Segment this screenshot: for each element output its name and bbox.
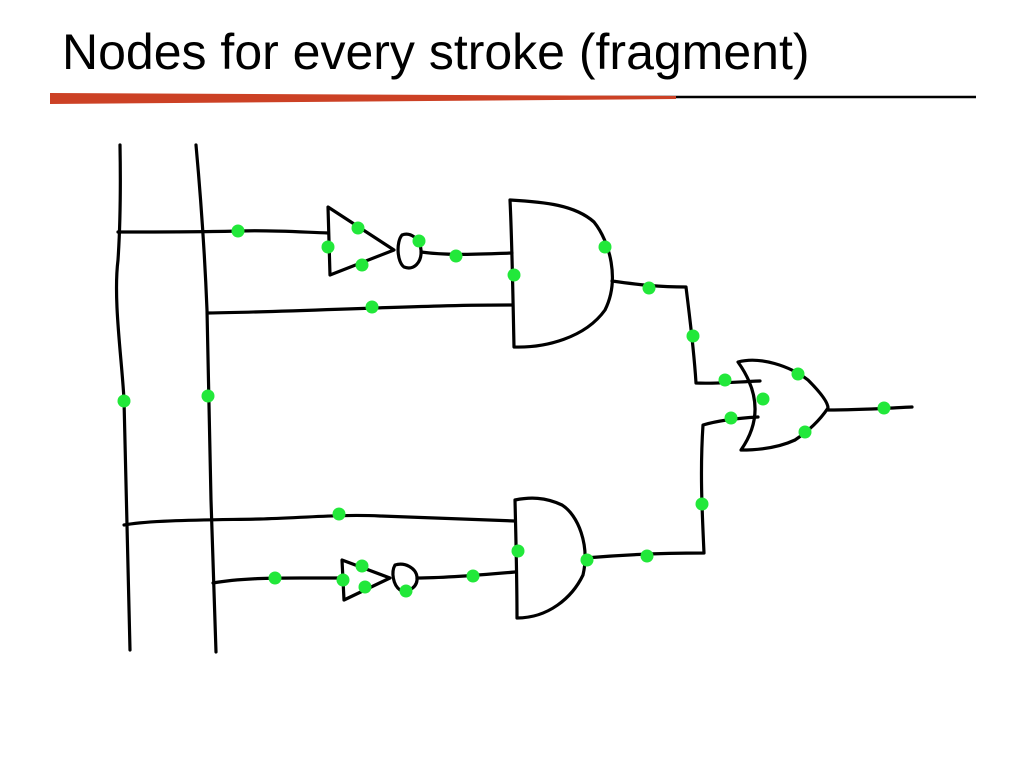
node-dot [231,224,245,238]
wire-bus-right-to-not-bottom [211,576,347,585]
node-dot [640,549,654,563]
slide-title: Nodes for every stroke (fragment) [62,24,810,80]
node-dot [412,234,426,248]
node-dot [332,507,346,521]
node-dot [877,401,891,415]
node-dot [507,268,521,282]
node-dot [798,425,812,439]
and-gate-top [508,198,614,349]
node-dot [201,389,215,403]
or-gate [736,358,830,452]
circuit-strokes [114,143,914,654]
wire-not-top-to-and-top [419,250,514,256]
node-dot [642,281,656,295]
node-dot [511,544,525,558]
title-accent-bar [50,93,676,104]
wire-top-to-not [116,229,330,235]
bus-line-left [114,143,132,652]
node-dot [756,392,770,406]
wire-not-bottom-to-and-bottom [415,570,517,580]
wire-and-bottom-to-or [583,415,760,560]
node-dot [791,367,805,381]
node-dot [268,571,282,585]
node-dot [351,221,365,235]
node-dot [695,497,709,511]
wire-or-output [826,405,914,412]
wire-bus-left-to-and-bottom [122,513,517,527]
title-rule [50,93,976,104]
node-dot [358,580,372,594]
node-dot [724,411,738,425]
node-dot [598,240,612,254]
node-dot [686,329,700,343]
wire-bus-right-to-and-top [206,303,514,315]
node-dot [580,553,594,567]
node-dot [399,584,413,598]
node-dot [321,240,335,254]
node-dot [355,258,369,272]
node-dot [718,373,732,387]
node-dot [449,249,463,263]
and-gate-bottom [513,496,587,620]
wire-and-top-to-or [610,279,762,385]
node-dot [466,569,480,583]
stroke-nodes [117,221,891,598]
node-dot [117,394,131,408]
node-dot [336,573,350,587]
not-gate-bottom-bubble [391,562,419,593]
node-dot [355,559,369,573]
node-dot [365,300,379,314]
